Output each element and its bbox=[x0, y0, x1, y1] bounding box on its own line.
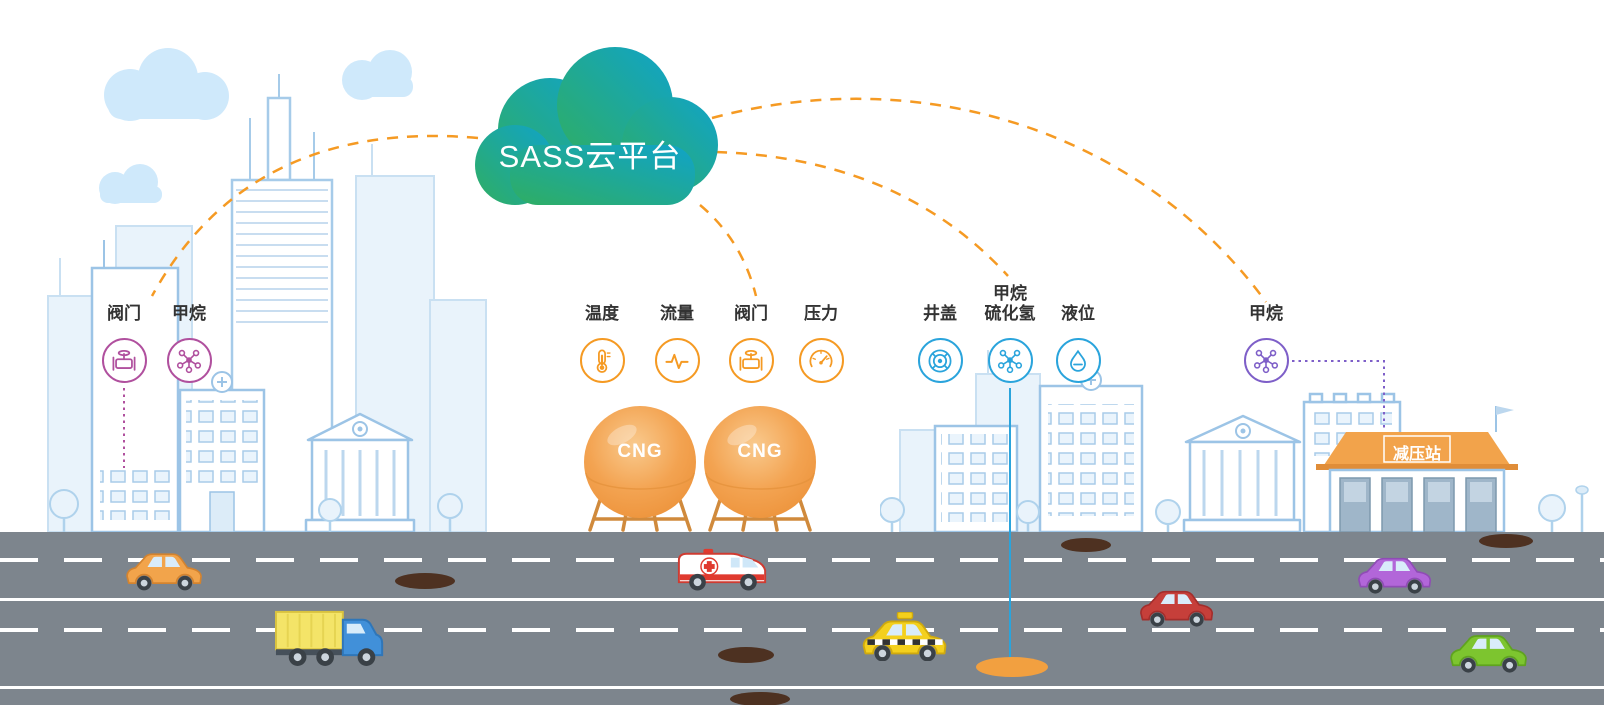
lane-line-solid bbox=[0, 686, 1604, 689]
sensor-label: 甲烷 bbox=[1249, 304, 1283, 323]
sensor-label: 甲烷 bbox=[172, 304, 206, 323]
car-purple bbox=[1354, 553, 1436, 594]
cng-tank-sphere bbox=[584, 406, 816, 518]
sensor-liquid-level: 液位 bbox=[1042, 304, 1114, 383]
cloud-platform-title: SASS云平台 bbox=[498, 139, 682, 174]
thermometer-icon bbox=[579, 338, 625, 383]
cng-tank-label: CNG bbox=[737, 441, 783, 462]
molecule-icon bbox=[166, 338, 212, 383]
sensor-valve-cng: 阀门 bbox=[715, 304, 787, 383]
molecule-icon bbox=[987, 338, 1033, 383]
car-red bbox=[1136, 586, 1218, 627]
station-roof bbox=[1316, 432, 1518, 470]
sensor-label: 甲烷 bbox=[993, 284, 1027, 303]
lane-line-dashed bbox=[0, 558, 1604, 562]
cloud-platform: SASS云平台 bbox=[455, 35, 725, 215]
truck bbox=[274, 610, 384, 666]
flow-icon bbox=[654, 338, 700, 383]
sensor-temperature: 温度 bbox=[566, 304, 638, 383]
left-cityscape-art bbox=[47, 74, 487, 532]
liquid-level-icon bbox=[1055, 338, 1101, 383]
cng-tanks-art bbox=[584, 406, 816, 532]
sensor-manhole: 井盖 bbox=[904, 304, 976, 383]
station-sign bbox=[1383, 435, 1451, 463]
cloud-shape-icon bbox=[475, 47, 718, 205]
sky-clouds bbox=[99, 48, 413, 204]
car-orange bbox=[122, 548, 207, 591]
sensor-methane-station: 甲烷 bbox=[1230, 304, 1302, 383]
sensor-label: 压力 bbox=[804, 304, 838, 323]
sensor-methane-h2s: 甲烷 硫化氢 bbox=[974, 284, 1046, 383]
station-sign-label: 减压站 bbox=[1392, 446, 1441, 463]
sensor-flow: 流量 bbox=[641, 304, 713, 383]
car-green bbox=[1446, 630, 1532, 673]
valve-icon bbox=[728, 338, 774, 383]
valve-icon bbox=[101, 338, 147, 383]
right-cityscape-art bbox=[880, 350, 1333, 532]
lane-line-dashed bbox=[0, 628, 1604, 632]
molecule-icon bbox=[1243, 338, 1289, 383]
sensor-label: 井盖 bbox=[923, 304, 957, 323]
ambulance bbox=[677, 548, 767, 591]
taxi bbox=[858, 612, 952, 661]
sensor-valve-city: 阀门 bbox=[88, 304, 160, 383]
sensor-label: 阀门 bbox=[107, 304, 141, 323]
sensor-label: 流量 bbox=[660, 304, 694, 323]
road bbox=[0, 532, 1604, 705]
manhole-icon bbox=[917, 338, 963, 383]
cng-tank-label: CNG bbox=[617, 441, 663, 462]
sensor-methane-city: 甲烷 bbox=[153, 304, 225, 383]
lane-line-solid bbox=[0, 598, 1604, 601]
checker-band bbox=[867, 639, 943, 645]
sensor-label: 液位 bbox=[1061, 304, 1095, 323]
sensor-label: 阀门 bbox=[734, 304, 768, 323]
taxi-roof-sign bbox=[896, 612, 914, 620]
sensor-label: 硫化氢 bbox=[984, 304, 1036, 323]
sensor-pressure: 压力 bbox=[785, 304, 857, 383]
sensor-label: 温度 bbox=[585, 304, 619, 323]
pressure-gauge-icon bbox=[798, 338, 844, 383]
